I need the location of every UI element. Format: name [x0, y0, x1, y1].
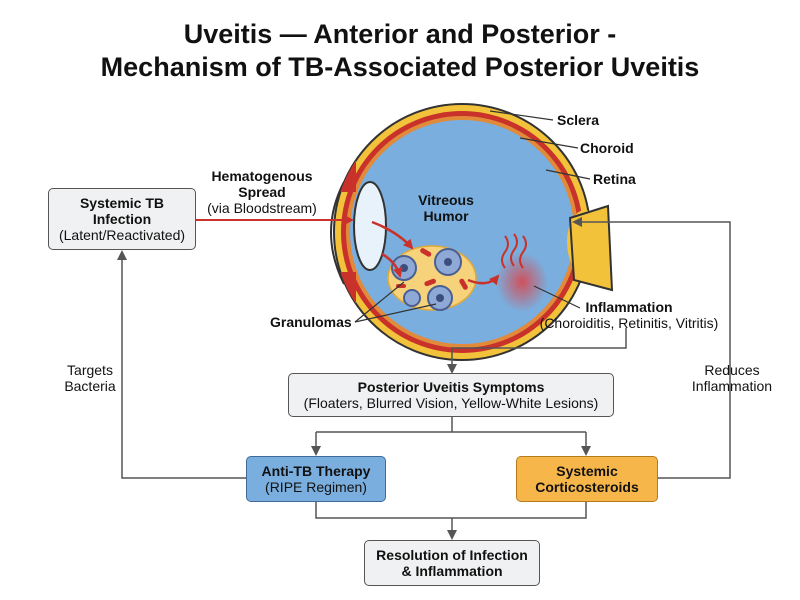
inflammation-leader [533, 285, 581, 309]
targets-line-1: Targets [67, 362, 113, 378]
symptoms-detail: (Floaters, Blurred Vision, Yellow-White … [303, 394, 599, 411]
cornea [330, 181, 345, 285]
retina-leader [545, 169, 591, 180]
bacteria-path-arrow [371, 220, 414, 250]
targets-bacteria-label: Targets Bacteria [60, 362, 120, 394]
title-line-2: Mechanism of TB-Associated Posterior Uve… [100, 52, 700, 82]
vitreous-line-1: Vitreous [418, 192, 474, 208]
retina-label: Retina [593, 171, 636, 187]
symptoms-title: Posterior Uveitis Symptoms [357, 378, 545, 395]
spread-line-3: (via Bloodstream) [207, 200, 317, 216]
reduces-line-1: Reduces [704, 362, 760, 378]
steroids-line-2: Corticosteroids [535, 479, 639, 495]
reduces-inflammation-label: Reduces Inflammation [676, 362, 788, 394]
lens [353, 181, 387, 271]
arrow-inflammation-to-symptoms [447, 328, 627, 374]
systemic-corticosteroids-node: Systemic Corticosteroids [516, 456, 658, 502]
choroid-label: Choroid [580, 140, 634, 156]
granuloma-cluster [387, 245, 477, 311]
bacteria-path-arrow-2 [381, 252, 403, 278]
vitreous-humor-label: Vitreous Humor [396, 192, 496, 224]
choroid-leader [519, 137, 579, 149]
heat-wave-1 [501, 235, 509, 269]
eye-illustration [330, 103, 614, 361]
inflammation-glow [496, 252, 548, 312]
arrow-targets-bacteria [117, 250, 246, 479]
anti-tb-detail: (RIPE Regimen) [265, 478, 367, 495]
resolution-line-2: & Inflammation [401, 563, 503, 579]
spread-line-2: Spread [238, 184, 286, 200]
granulomas-leader-2 [354, 303, 437, 323]
spread-line-1: Hematogenous [211, 168, 313, 184]
systemic-tb-line-3: (Latent/Reactivated) [58, 226, 186, 243]
optic-nerve [568, 204, 614, 292]
granulomas-label: Granulomas [270, 314, 352, 330]
vitreous-line-2: Humor [423, 208, 469, 224]
heat-wave-2 [510, 233, 518, 267]
resolution-line-1: Resolution of Infection [376, 547, 528, 563]
anti-tb-therapy-node: Anti-TB Therapy (RIPE Regimen) [246, 456, 386, 502]
anti-tb-title: Anti-TB Therapy [261, 462, 371, 479]
arrow-therapies-merge [315, 502, 587, 519]
inflammation-detail: (Choroiditis, Retinitis, Vitritis) [539, 315, 719, 331]
inflammation-title: Inflammation [585, 299, 673, 315]
inflammation-spread-arrow [467, 274, 500, 286]
posterior-uveitis-symptoms-node: Posterior Uveitis Symptoms (Floaters, Bl… [288, 373, 614, 417]
sclera-label: Sclera [557, 112, 600, 128]
title-line-1: Uveitis — Anterior and Posterior - [183, 19, 617, 49]
resolution-node: Resolution of Infection & Inflammation [364, 540, 540, 586]
steroids-line-1: Systemic [556, 463, 618, 479]
heat-wave-3 [519, 235, 527, 269]
arrow-reduces-inflammation [572, 217, 731, 479]
reduces-line-2: Inflammation [691, 378, 773, 394]
systemic-tb-line-2: Infection [92, 210, 152, 227]
hematogenous-spread-label: Hematogenous Spread (via Bloodstream) [200, 168, 324, 216]
inflammation-node: Inflammation (Choroiditis, Retinitis, Vi… [532, 299, 726, 331]
systemic-tb-line-1: Systemic TB [79, 194, 165, 211]
targets-line-2: Bacteria [64, 378, 116, 394]
systemic-tb-infection-node: Systemic TB Infection (Latent/Reactivate… [48, 188, 196, 250]
granulomas-leader-1 [354, 281, 405, 323]
sclera-leader [489, 110, 554, 121]
